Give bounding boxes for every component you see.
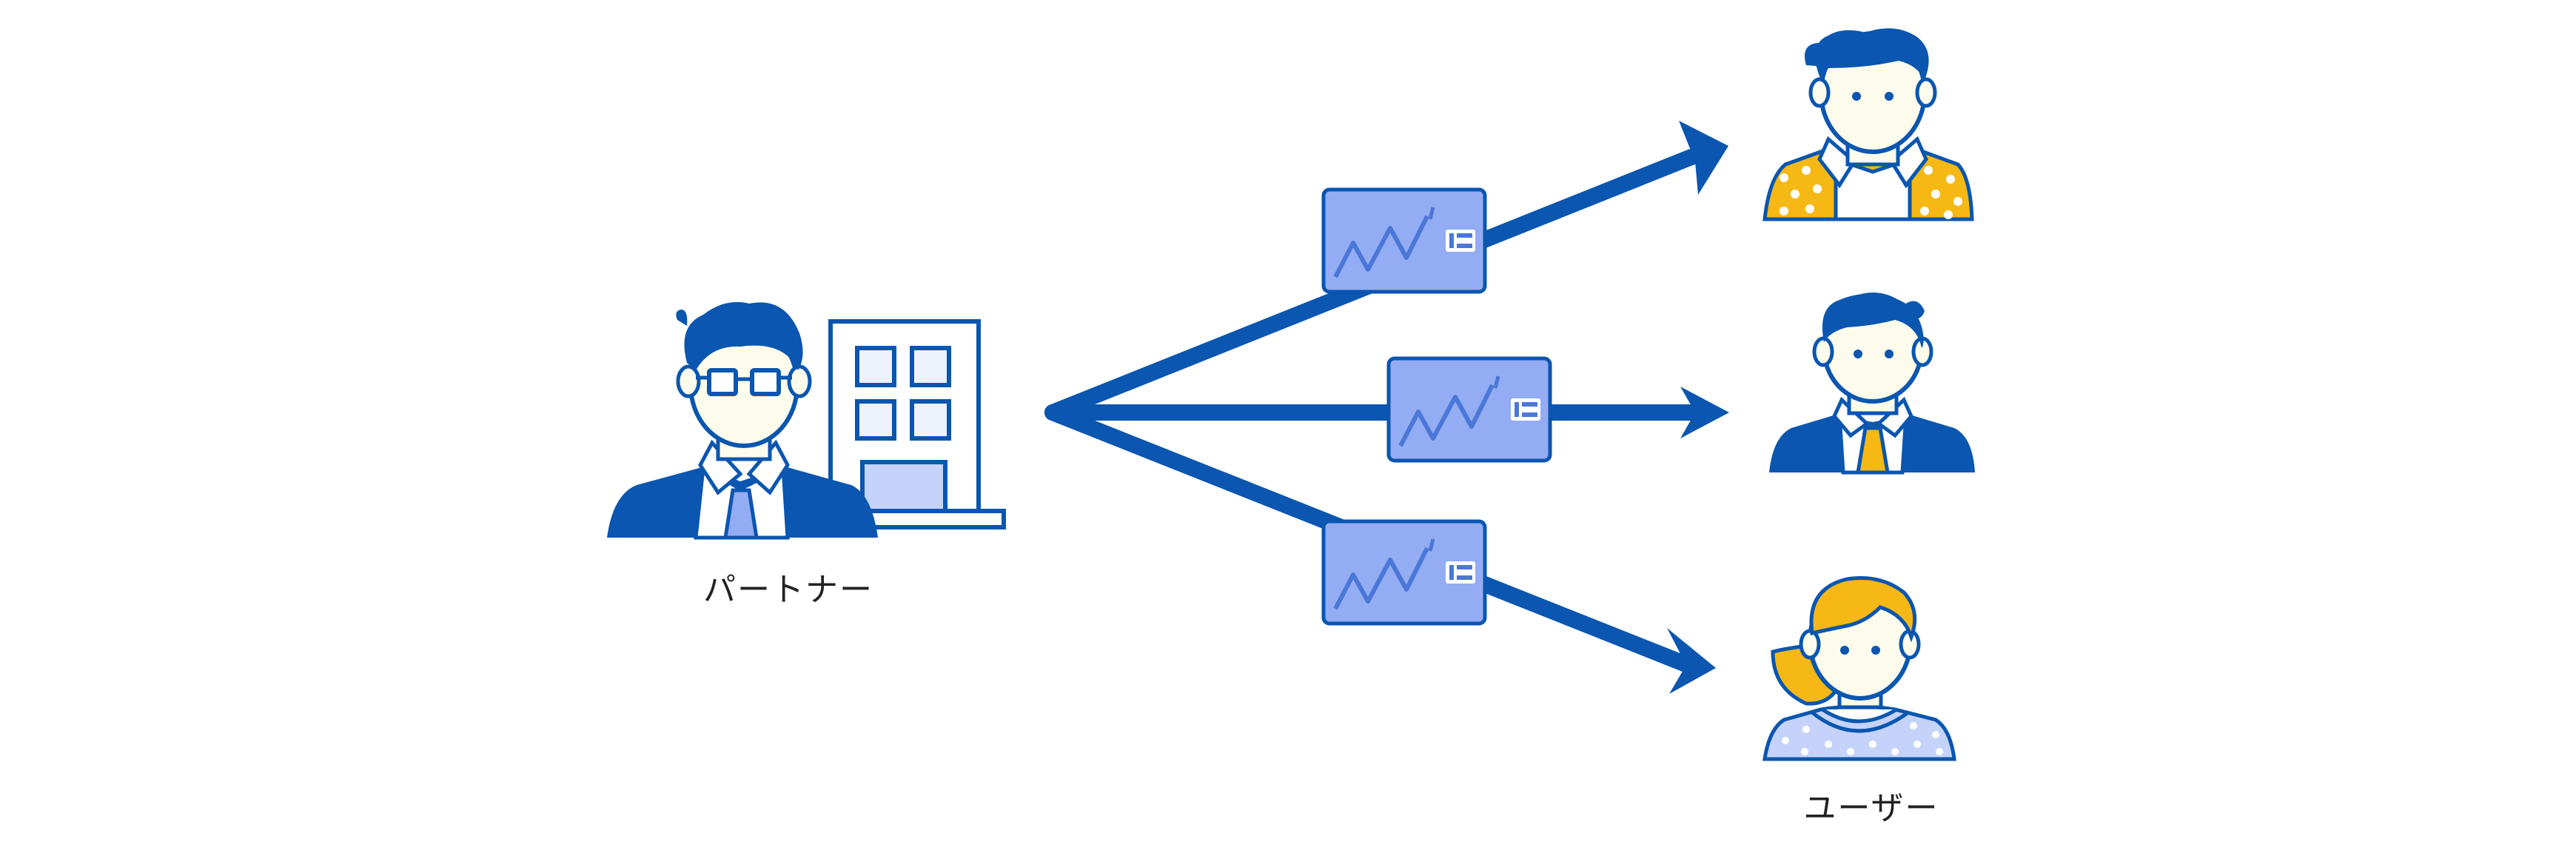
user-1-icon: [1762, 28, 1974, 221]
arrowheads: [1667, 121, 1729, 694]
card-middle: [1386, 356, 1552, 463]
partner-label: パートナー: [703, 571, 873, 609]
user-2-icon: [1769, 293, 1975, 475]
card-top: [1321, 187, 1487, 294]
arrowhead-bottom: [1667, 628, 1716, 694]
user-3-icon: [1762, 575, 1956, 761]
arrowhead-middle: [1680, 387, 1729, 438]
users-label: ユーザー: [1803, 789, 1939, 827]
building-icon: [828, 319, 1006, 529]
partner-icon: [607, 301, 1006, 540]
card-bottom: [1321, 519, 1487, 626]
arrowhead-top: [1679, 121, 1728, 195]
